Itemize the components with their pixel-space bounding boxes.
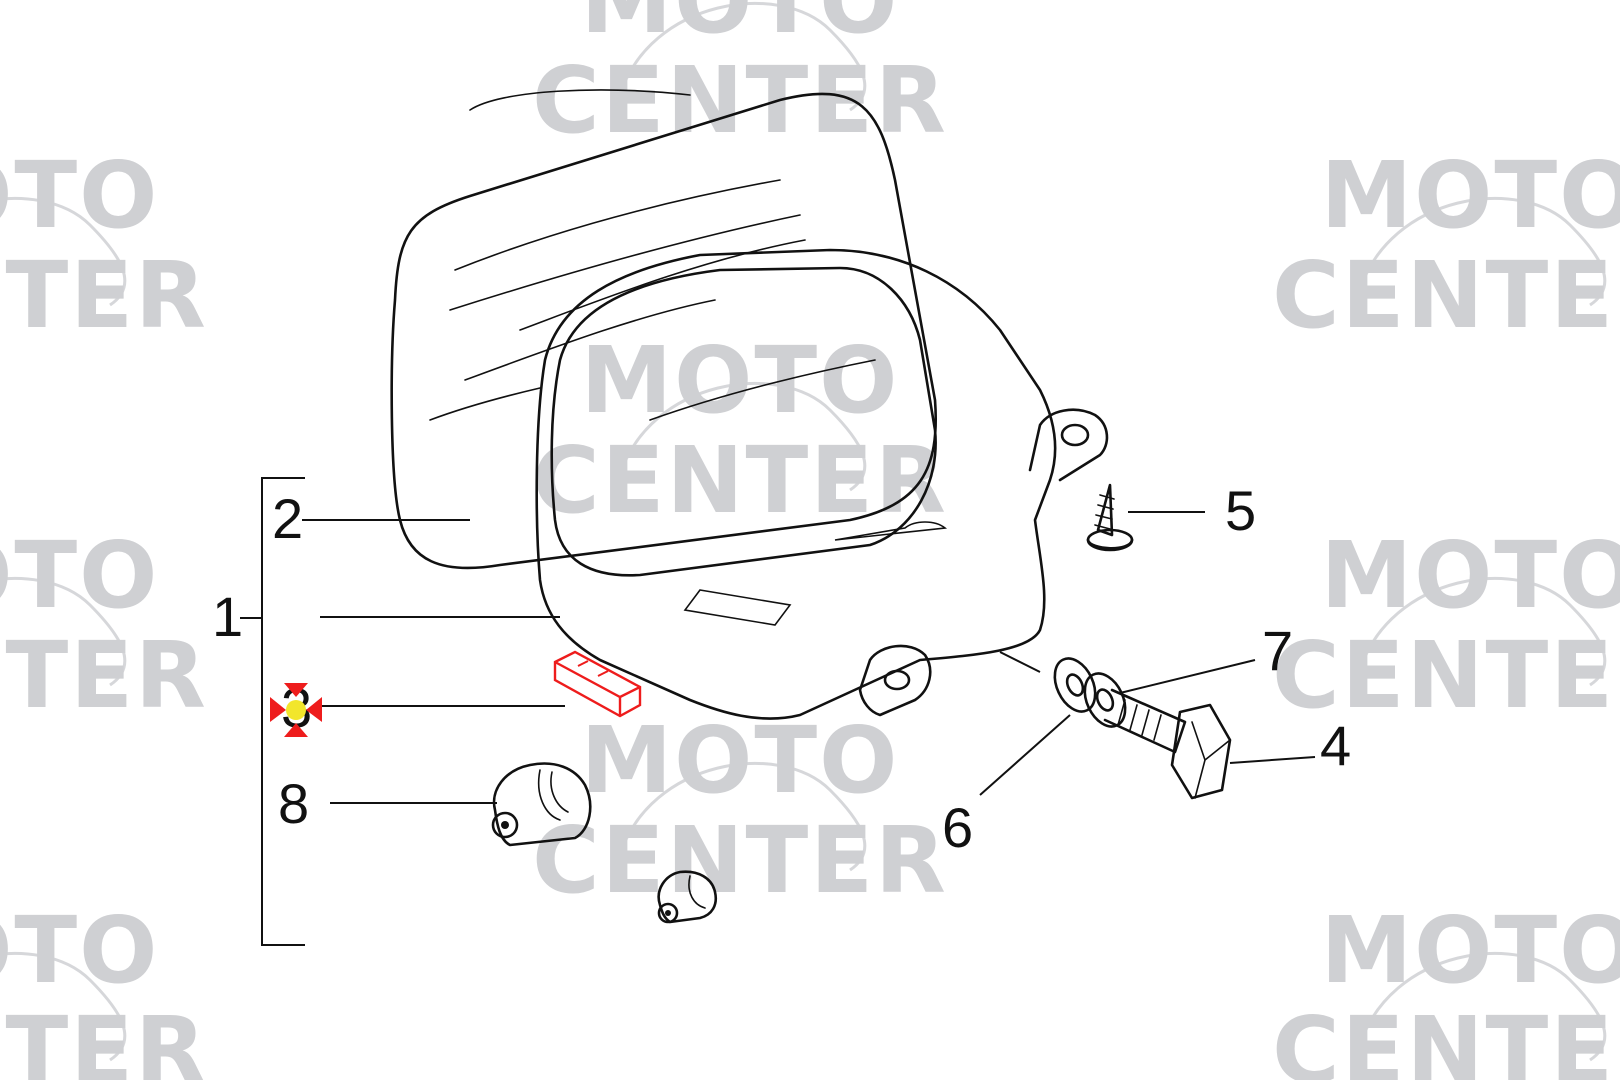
scooter-watermark-icon: [1358, 952, 1607, 1062]
selection-marker-icon[interactable]: [270, 683, 322, 737]
bulb-small: [657, 870, 718, 924]
watermark-line-1: MOTO: [1321, 897, 1620, 1004]
scooter-watermark-icon: [1358, 577, 1607, 687]
watermark-line-2: CENTER: [1272, 622, 1620, 729]
watermark-line-1: MOTO: [1321, 142, 1620, 249]
watermark-line-1: MOTO: [0, 897, 159, 1004]
self-tapping-screw: [1086, 483, 1134, 552]
callout-6: 6: [942, 796, 973, 859]
scooter-watermark-icon: [1358, 197, 1607, 307]
watermark-line-2: CENTER: [0, 242, 208, 349]
watermark-line-2: CENTER: [1272, 997, 1620, 1080]
watermark-line-1: MOTO: [581, 327, 900, 434]
bulb-large: [491, 762, 592, 847]
callout-4: 4: [1320, 714, 1351, 777]
part-3-highlight[interactable]: [553, 650, 642, 718]
callout-1: 1: [212, 585, 243, 648]
watermark-line-2: CENTER: [532, 427, 948, 534]
scooter-watermark-icon: [0, 577, 127, 687]
callout-2: 2: [272, 487, 303, 550]
watermark-line-1: MOTO: [581, 0, 900, 54]
watermark-line-1: MOTO: [0, 522, 159, 629]
watermark-line-2: CENTER: [532, 47, 948, 154]
washers-and-bolt: [1053, 657, 1232, 800]
callout-5: 5: [1225, 479, 1256, 542]
scooter-watermark-icon: [0, 952, 127, 1062]
instrument-cover: [390, 89, 937, 570]
watermark-line-1: MOTO: [1321, 522, 1620, 629]
scooter-watermark-icon: [0, 197, 127, 307]
watermark-line-2: CENTER: [0, 622, 208, 729]
leader-lines: [302, 511, 1316, 804]
watermark-line-1: MOTO: [581, 707, 900, 814]
instrument-body: [535, 248, 1109, 720]
watermark-line-2: CENTER: [1272, 242, 1620, 349]
callouts: 1 2 3 4 5 6 7 8: [212, 479, 1351, 859]
scooter-watermark-icon: [618, 2, 867, 112]
group-bracket: [240, 477, 305, 946]
watermark-line-1: MOTO: [0, 142, 159, 249]
watermark-line-2: CENTER: [532, 807, 948, 914]
scooter-watermark-icon: [618, 382, 867, 492]
watermark-line-2: CENTER: [0, 997, 208, 1080]
callout-7: 7: [1262, 619, 1293, 682]
callout-8: 8: [278, 772, 309, 835]
scooter-watermark-icon: [618, 762, 867, 872]
